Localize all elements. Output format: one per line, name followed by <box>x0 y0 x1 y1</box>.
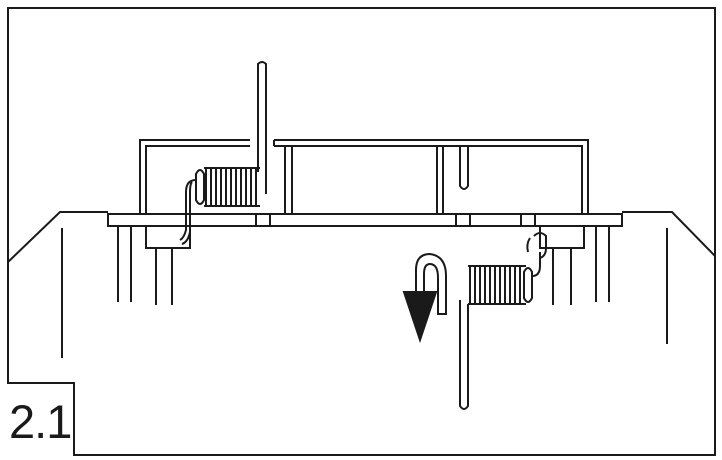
housing-right-section <box>472 139 589 214</box>
left-spring-arm <box>257 61 267 194</box>
left-trim-line <box>7 211 108 263</box>
right-torsion-spring <box>468 232 547 305</box>
frame-border <box>7 7 716 456</box>
right-mount-block <box>539 225 585 249</box>
housing-middle-section <box>273 139 472 147</box>
right-trim-line <box>622 211 716 257</box>
rail-notch-2 <box>455 213 471 227</box>
curved-arrow-icon <box>402 252 447 344</box>
rail-notch-1 <box>255 213 271 227</box>
rail-notch-3 <box>520 213 536 227</box>
right-spring-arm <box>459 300 469 410</box>
left-mount-block <box>145 225 191 249</box>
base-rail <box>107 213 623 227</box>
housing-left-section <box>139 139 250 214</box>
step-number-label: 2.1 <box>9 395 72 448</box>
housing-tab <box>459 146 469 190</box>
left-torsion-spring <box>179 167 260 245</box>
